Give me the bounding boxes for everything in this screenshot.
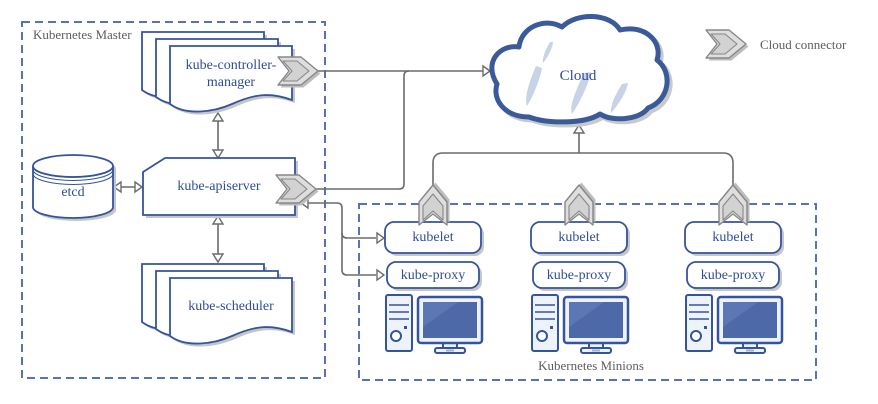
- kubelet-label: kubelet: [712, 230, 754, 245]
- controller-manager-label: kube-controller- manager: [170, 48, 292, 100]
- minions-cloud-bus: [432, 152, 734, 185]
- controller-manager-label-line2: manager: [206, 75, 256, 90]
- cloud-connector-icon: [418, 181, 451, 226]
- computer-icon: [684, 293, 784, 355]
- cloud-label: Cloud: [559, 67, 597, 84]
- computer-icon: [384, 293, 484, 355]
- cloud-shape: [489, 13, 673, 128]
- arrow-apiserver-to-cloud: [316, 70, 410, 190]
- kubelet-label: kubelet: [558, 230, 600, 245]
- computer-icon: [530, 293, 630, 355]
- cloud-connector-icon: [718, 181, 751, 226]
- etcd-cylinder-icon: [32, 154, 116, 221]
- cloud-connector-icon: [705, 29, 750, 62]
- kubelet-label: kubelet: [412, 230, 454, 245]
- kube-proxy-label: kube-proxy: [546, 267, 612, 283]
- minions-boundary-label: Kubernetes Minions: [538, 357, 644, 373]
- etcd-label: etcd: [61, 184, 85, 200]
- legend-cloud-connector-label: Cloud connector: [760, 36, 847, 52]
- apiserver-shape: [142, 157, 298, 218]
- controller-manager-label-line1: kube-controller-: [185, 58, 277, 73]
- cloud-highlights: [526, 42, 628, 114]
- minion-pills: [384, 221, 784, 291]
- apiserver-label: kube-apiserver: [177, 179, 261, 194]
- cloud-connector-icon: [564, 181, 597, 226]
- arrow-apiserver-kubeproxy: [308, 202, 376, 276]
- scheduler-label: kube-scheduler: [188, 298, 274, 314]
- kube-proxy-label: kube-proxy: [400, 267, 466, 283]
- master-boundary: [21, 21, 326, 379]
- arrowheads: [112, 64, 586, 282]
- connector-lines: [119, 70, 734, 276]
- master-boundary-label: Kubernetes Master: [33, 26, 132, 42]
- kube-proxy-label: kube-proxy: [700, 267, 766, 283]
- arrow-apiserver-kubelet: [341, 232, 376, 239]
